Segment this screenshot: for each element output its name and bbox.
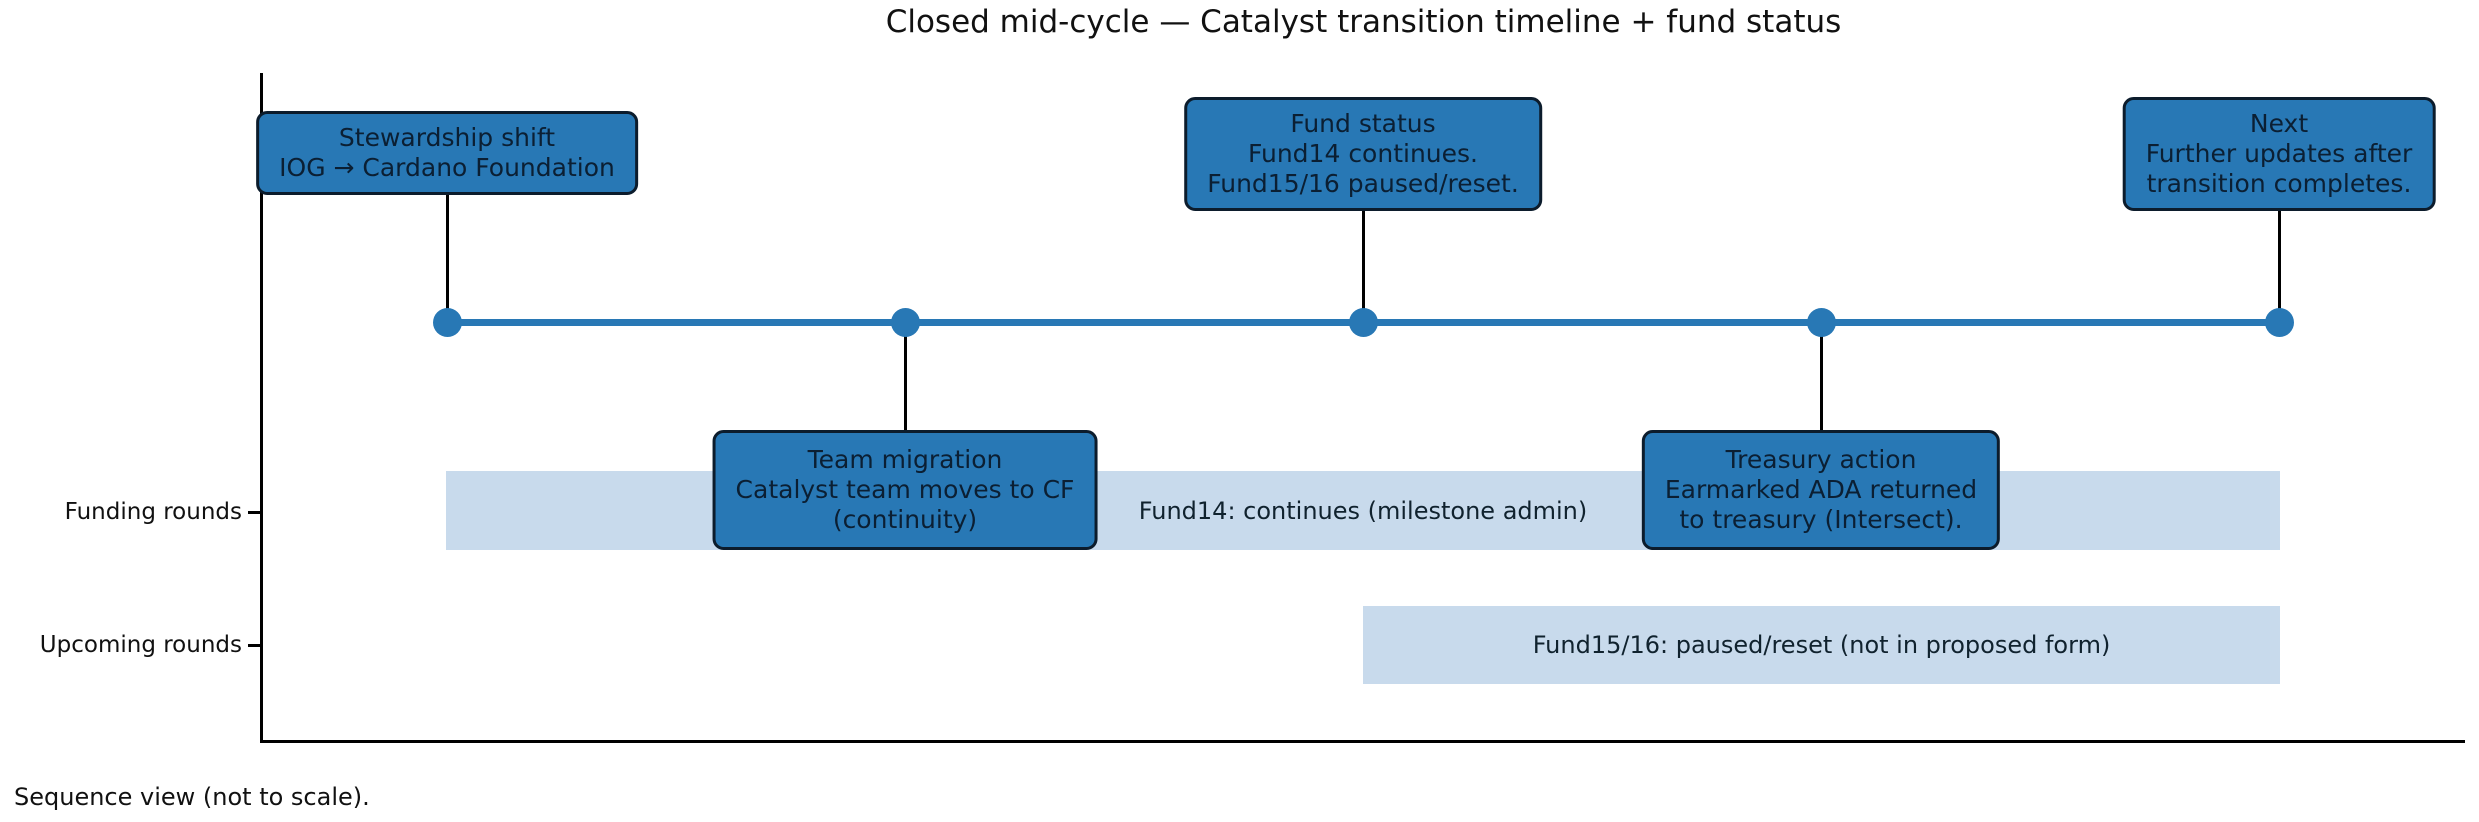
event-box-team-migration: Team migration Catalyst team moves to CF…: [712, 430, 1098, 550]
event-line: Fund14 continues.: [1247, 139, 1478, 168]
figure-caption: Sequence view (not to scale).: [14, 783, 370, 811]
event-line: Earmarked ADA returned: [1664, 475, 1978, 504]
timeline-dot-1: [433, 308, 462, 337]
x-axis-spine: [260, 740, 2465, 743]
y-axis-spine: [260, 73, 263, 742]
event-line: to treasury (Intersect).: [1679, 505, 1963, 534]
event-line: Fund15/16 paused/reset.: [1207, 169, 1519, 198]
timeline-dot-3: [1349, 308, 1378, 337]
event-line: Catalyst team moves to CF: [735, 475, 1075, 504]
timeline-dot-5: [2265, 308, 2294, 337]
y-tick-upcoming-rounds: [248, 644, 261, 647]
event-line: Stewardship shift: [338, 123, 556, 152]
event-line: transition completes.: [2146, 169, 2412, 198]
fund15-16-status-bar-label: Fund15/16: paused/reset (not in proposed…: [1532, 631, 2111, 659]
fund14-status-bar-label: Fund14: continues (milestone admin): [1138, 496, 1588, 525]
event-box-treasury-action: Treasury action Earmarked ADA returned t…: [1641, 430, 2001, 550]
event-box-stewardship-shift: Stewardship shift IOG → Cardano Foundati…: [256, 111, 638, 195]
row-label-upcoming-rounds: Upcoming rounds: [39, 632, 242, 658]
event-line: Team migration: [807, 445, 1003, 474]
event-box-next: Next Further updates after transition co…: [2122, 97, 2436, 211]
figure-title: Closed mid-cycle — Catalyst transition t…: [885, 4, 1842, 40]
event-box-fund-status: Fund status Fund14 continues. Fund15/16 …: [1184, 97, 1542, 211]
timeline-dot-4: [1807, 308, 1836, 337]
connector-line-treasury-action: [1820, 322, 1823, 432]
connector-line-fund-status: [1362, 211, 1365, 323]
y-tick-funding-rounds: [248, 511, 261, 514]
row-label-funding-rounds: Funding rounds: [64, 499, 242, 525]
connector-line-next: [2278, 211, 2281, 323]
event-line: Next: [2249, 109, 2309, 138]
connector-line-stewardship: [446, 195, 449, 323]
timeline-dot-2: [891, 308, 920, 337]
event-line: Further updates after: [2145, 139, 2413, 168]
event-line: IOG → Cardano Foundation: [279, 153, 615, 182]
connector-line-team-migration: [904, 322, 907, 432]
event-line: Fund status: [1290, 109, 1436, 138]
event-line: (continuity): [832, 505, 978, 534]
fund15-16-status-bar: Fund15/16: paused/reset (not in proposed…: [1363, 606, 2280, 684]
event-line: Treasury action: [1725, 445, 1917, 474]
